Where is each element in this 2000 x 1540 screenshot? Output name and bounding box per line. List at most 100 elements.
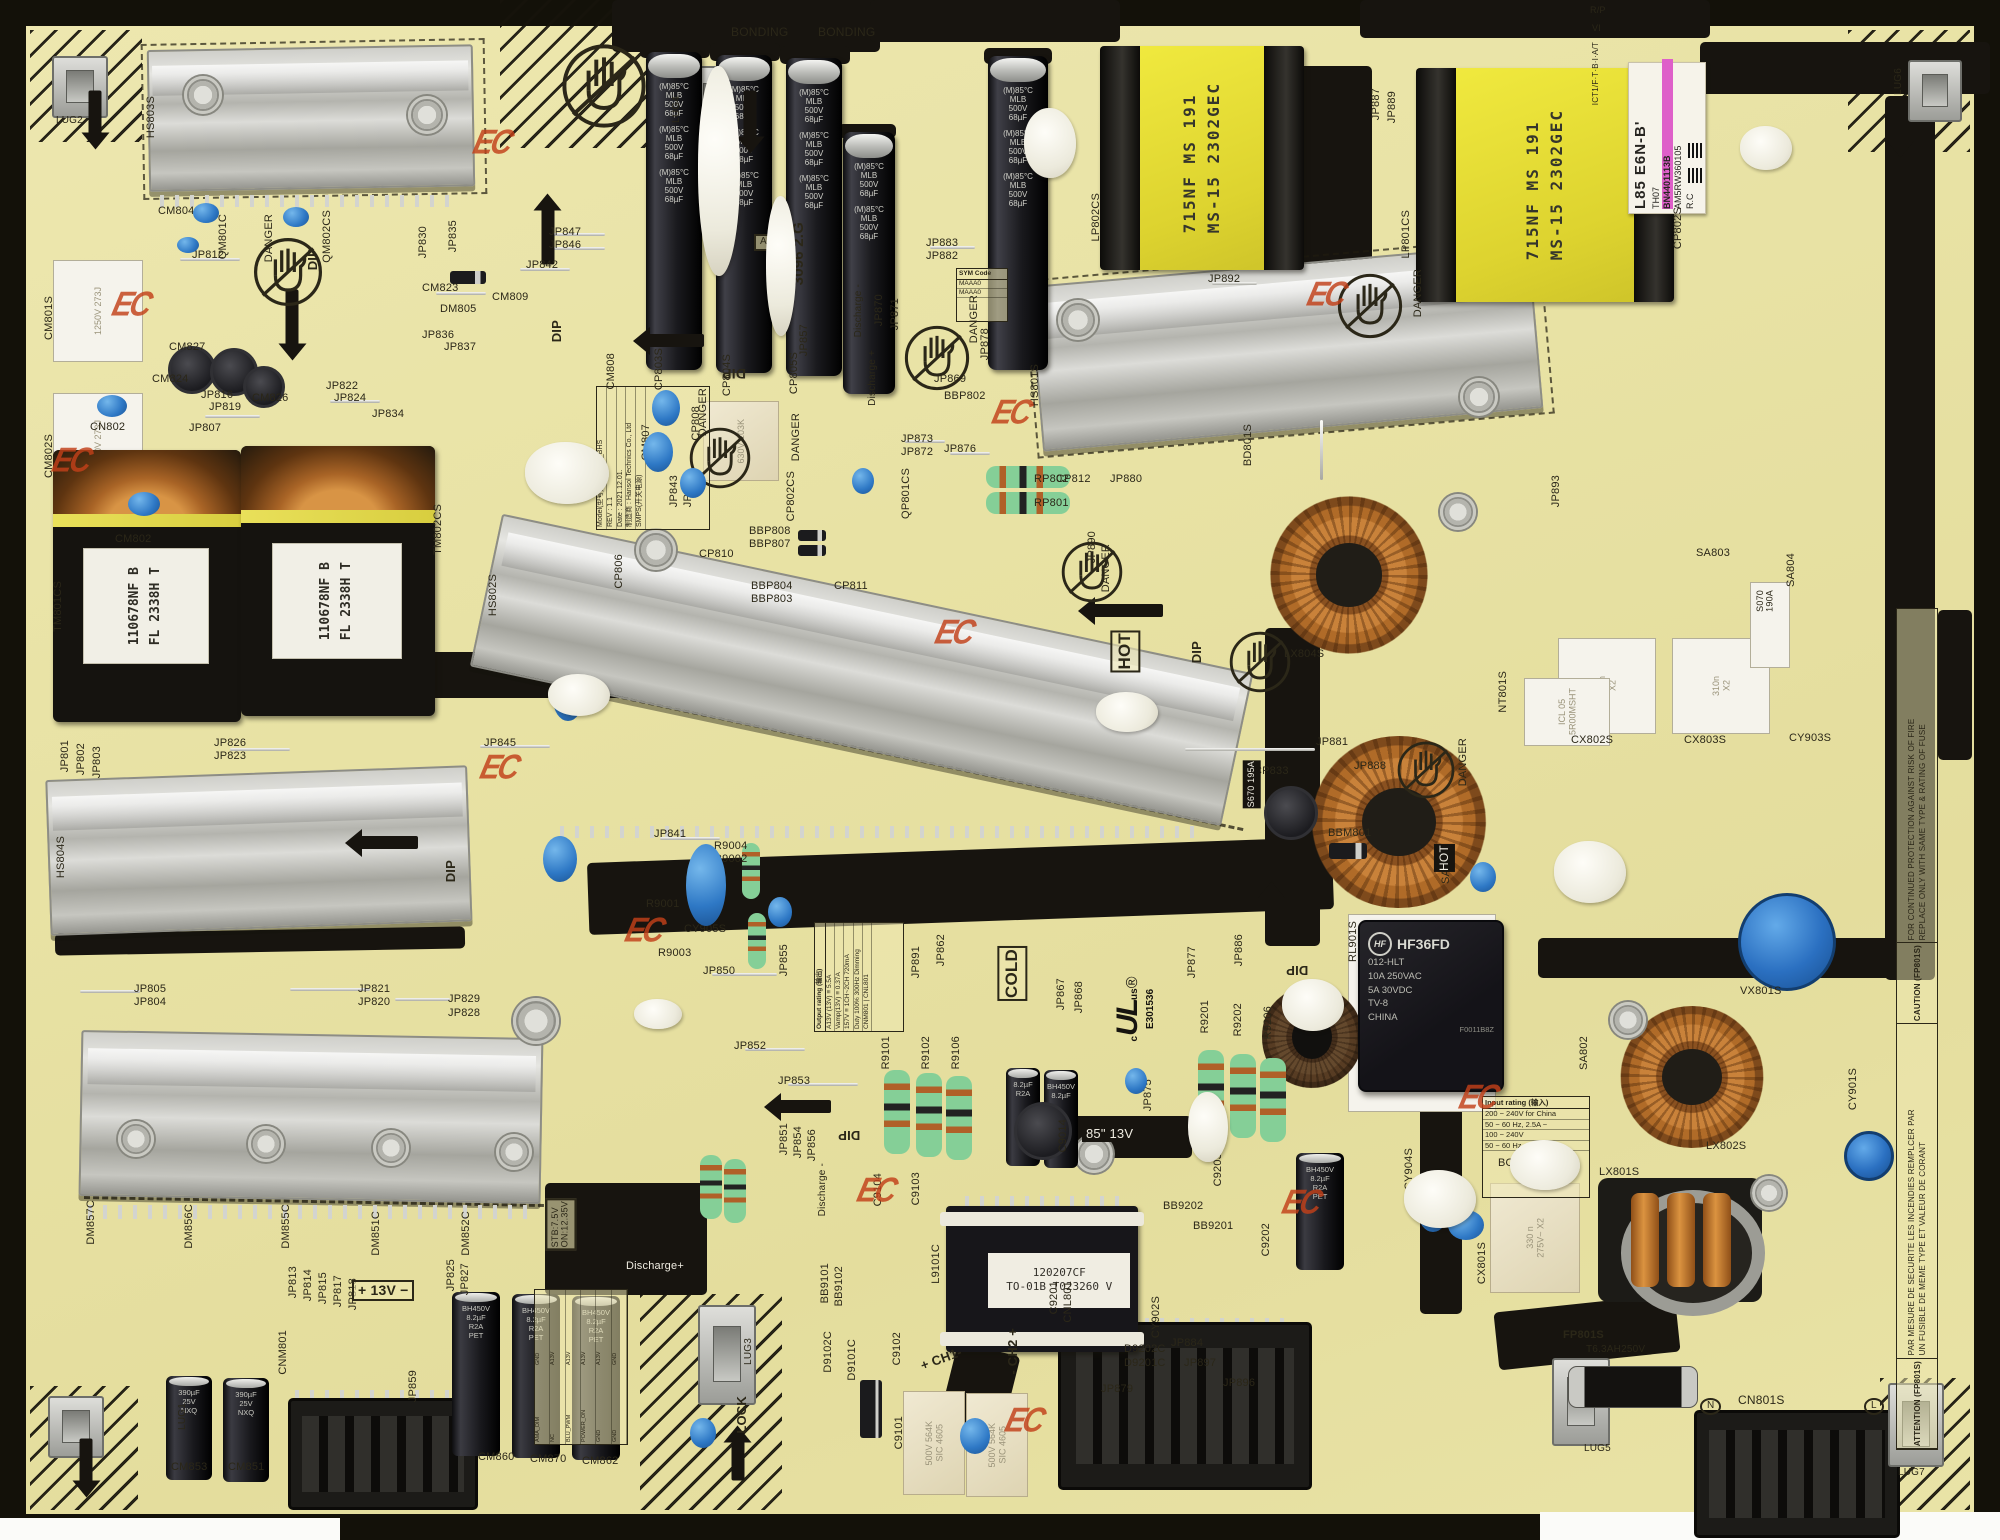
jumper-wire — [905, 440, 945, 443]
lug3-clip — [698, 1305, 756, 1405]
silkscreen-label: SA804 — [1785, 553, 1797, 588]
silkscreen-label: CM808 — [605, 353, 617, 390]
silkscreen-label: C9102 — [891, 1332, 903, 1366]
jumper-wire — [520, 268, 570, 271]
silkscreen-label: Discharge+ — [622, 1260, 688, 1274]
silkscreen-label: CM860 — [478, 1451, 515, 1463]
silkscreen-label: CM823 — [422, 282, 459, 294]
relay-rating: 5A 30VDC — [1368, 984, 1413, 996]
caution-header: CAUTION (FP801S) — [1912, 945, 1922, 1022]
direction-arrow — [88, 90, 102, 135]
silkscreen-label: JP856 — [806, 1129, 818, 1162]
direction-arrow — [743, 90, 757, 139]
diode-bbp807 — [798, 545, 826, 556]
silkscreen-label: CM826 — [252, 392, 289, 404]
caution-text-en: FOR CONTINUED PROTECTION AGAINST RISK OF… — [1907, 718, 1916, 941]
silkscreen-label: DIP — [549, 320, 564, 343]
input-rating-title: Input rating (输入) — [1483, 1097, 1589, 1110]
silkscreen-label: R9206 — [1262, 1006, 1274, 1040]
pin-name: GND — [611, 1290, 627, 1367]
sticker-serial: AM5RW360105 — [1673, 145, 1684, 209]
silkscreen-label: - CH2 + — [1005, 1328, 1020, 1375]
ul-certification-mark: cULus® E301536 — [1104, 954, 1162, 1064]
silkscreen-label: CP802S — [1672, 207, 1684, 250]
silkscreen-label: JP889 — [1386, 91, 1398, 124]
cnm801-pin-table: AMA_DIM GND NC A13V BLU_PWM A13V POWER_O… — [534, 1289, 628, 1445]
silkscreen-label: DANGER — [1100, 544, 1112, 593]
silkscreen-label: JP877 — [1186, 946, 1198, 979]
silkscreen-label: JP887 — [1370, 88, 1382, 121]
choke-lx801s — [1598, 1178, 1766, 1316]
silkscreen-label: VX801S — [1740, 985, 1782, 997]
silkscreen-label: CY901S — [1847, 1068, 1859, 1111]
silkscreen-label: CM824 — [152, 373, 189, 385]
silkscreen-label: JP872 — [901, 446, 934, 458]
silkscreen-label: JP886 — [1233, 934, 1245, 967]
silkscreen-label: JP854 — [792, 1126, 804, 1159]
silkscreen-label: CM809 — [492, 291, 529, 303]
transformer-marking: TO-01B T023260 V — [1006, 1280, 1113, 1294]
jumper-wire — [712, 973, 777, 976]
do-not-touch-icon — [1060, 540, 1124, 604]
film-cap-c9101: 500V 564K SIC 4605 — [903, 1391, 965, 1495]
silkscreen-label: JP890 — [1086, 531, 1098, 564]
jumper-wire — [660, 837, 720, 840]
silkscreen-label: DIP — [443, 860, 458, 883]
transformer-tm802cs: 110678NF B FL 2338H T — [241, 446, 435, 716]
sym-row: MAAA0 — [957, 289, 1007, 299]
relay-rating: 012-HLT — [1368, 957, 1405, 968]
adhesive-blob — [1740, 126, 1792, 170]
sticker-version: E6N-B' — [1632, 120, 1649, 176]
pin-name: A13V — [580, 1290, 597, 1367]
silkscreen-label: RL901S — [1347, 921, 1359, 962]
silkscreen-label: SA802 — [1578, 1036, 1590, 1071]
silkscreen-label: BBP807 — [749, 538, 791, 550]
do-not-touch-icon — [252, 236, 324, 308]
direction-arrow — [1265, 896, 1279, 943]
silkscreen-label: JP878 — [979, 328, 991, 361]
glue-dot — [643, 432, 673, 472]
sym-code-table: SYM Code MAAA0 MAAA0 — [956, 268, 1008, 322]
silkscreen-label: JP819 — [209, 401, 242, 413]
fuse-caution-strip: FOR CONTINUED PROTECTION AGAINST RISK OF… — [1896, 608, 1938, 1450]
jumper-wire — [545, 247, 605, 250]
adhesive-blob — [1096, 692, 1158, 732]
silkscreen-label: D9202C — [1124, 1343, 1166, 1355]
cap-cy901s — [1844, 1131, 1894, 1181]
silkscreen-label: HS802S — [487, 574, 499, 617]
silkscreen-label: BBP808 — [749, 525, 791, 537]
silkscreen-label: S070 190A — [1755, 590, 1775, 612]
silkscreen-label: R/P — [1590, 5, 1606, 15]
screw-pad — [1752, 1176, 1786, 1210]
transformer-tm801cs: 110678NF B FL 2338H T — [53, 450, 241, 722]
silkscreen-label: 85" 13V — [1082, 1126, 1138, 1143]
screw-pad — [373, 1130, 409, 1166]
cap-cm826 — [243, 366, 285, 408]
silkscreen-label: C9101 — [893, 1416, 905, 1450]
pin-name: NC — [550, 1367, 566, 1444]
silkscreen-label: DIP — [1286, 963, 1309, 979]
glue-dot — [690, 1418, 716, 1448]
lug1-clip — [48, 1396, 104, 1458]
silkscreen-label: JP870 — [873, 294, 885, 327]
heatsink-bottom — [78, 1030, 544, 1205]
registered-mark: ® — [1123, 976, 1141, 989]
jumper-wire — [1320, 420, 1323, 480]
sticker-rc: R.C — [1684, 193, 1695, 210]
silkscreen-label: LUG7 — [1898, 1467, 1925, 1478]
output-rating-row: Vamp(13V) ≡ 0.37A — [835, 923, 845, 1031]
silkscreen-label: JP820 — [358, 996, 391, 1008]
silkscreen-label: Discharge + — [867, 350, 878, 406]
transformer-marking: 110678NF B — [318, 561, 334, 641]
jumper-wire — [230, 748, 290, 751]
silkscreen-label: CN802 — [90, 421, 126, 433]
do-not-touch-icon — [688, 426, 752, 490]
silkscreen-label: C9103 — [910, 1172, 922, 1206]
silkscreen-label: BONDING — [818, 25, 876, 39]
cap-c9014 — [1014, 1102, 1072, 1160]
resistor-rp802 — [986, 466, 1070, 488]
silkscreen-label: DM855C — [280, 1204, 292, 1249]
silkscreen-label: FP801S — [1563, 1329, 1604, 1341]
